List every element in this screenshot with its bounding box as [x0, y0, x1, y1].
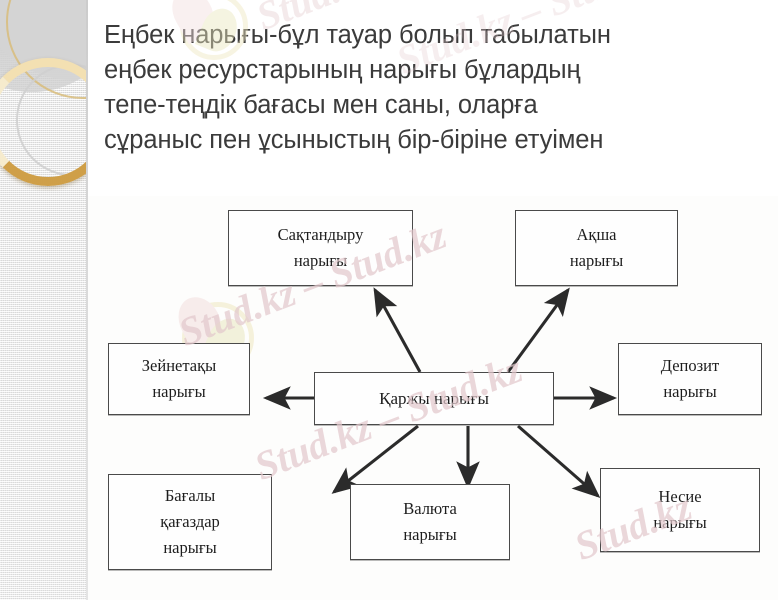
node-currency-market[interactable]: Валюта нарығы	[350, 484, 510, 560]
node-pension-market[interactable]: Зейнетақы нарығы	[108, 343, 250, 415]
node-securities-market[interactable]: Бағалы қағаздар нарығы	[108, 474, 272, 570]
node-deposit-market[interactable]: Депозит нарығы	[618, 343, 762, 415]
node-pension-line-1: Зейнетақы	[141, 356, 217, 375]
node-securities-line-1: Бағалы	[164, 486, 216, 505]
node-pension-line-2: нарығы	[152, 382, 206, 401]
node-credit-line-1: Несие	[658, 487, 702, 506]
node-deposit-line-2: нарығы	[663, 382, 717, 401]
slide-title: Еңбек нарығы-бұл тауар болып табылатын е…	[104, 21, 611, 154]
node-deposit-line-1: Депозит	[660, 356, 720, 375]
node-securities-line-2: қағаздар	[160, 512, 220, 531]
node-insurance-market[interactable]: Сақтандыру нарығы	[228, 210, 413, 286]
node-credit-market[interactable]: Несие нарығы	[600, 468, 760, 552]
node-money-line-2: нарығы	[569, 251, 624, 270]
node-money-line-1: Ақша	[576, 225, 617, 244]
node-currency-line-1: Валюта	[403, 499, 457, 518]
node-hub-label: Қаржы нарығы	[379, 388, 489, 408]
sidebar-divider	[86, 0, 88, 600]
node-credit-line-2: нарығы	[653, 513, 707, 532]
node-financial-market-hub[interactable]: Қаржы нарығы	[314, 372, 554, 425]
node-currency-line-2: нарығы	[403, 525, 457, 544]
slide-sidebar-ornament	[0, 0, 88, 600]
sidebar-gold-ring-icon	[0, 58, 88, 186]
node-insurance-line-1: Сақтандыру	[277, 225, 364, 244]
financial-market-diagram: Сақтандыру нарығы Ақша нарығы Зейнетақы …	[88, 196, 778, 600]
node-insurance-line-2: нарығы	[293, 251, 348, 270]
node-securities-line-3: нарығы	[163, 538, 217, 557]
node-money-market[interactable]: Ақша нарығы	[515, 210, 678, 286]
